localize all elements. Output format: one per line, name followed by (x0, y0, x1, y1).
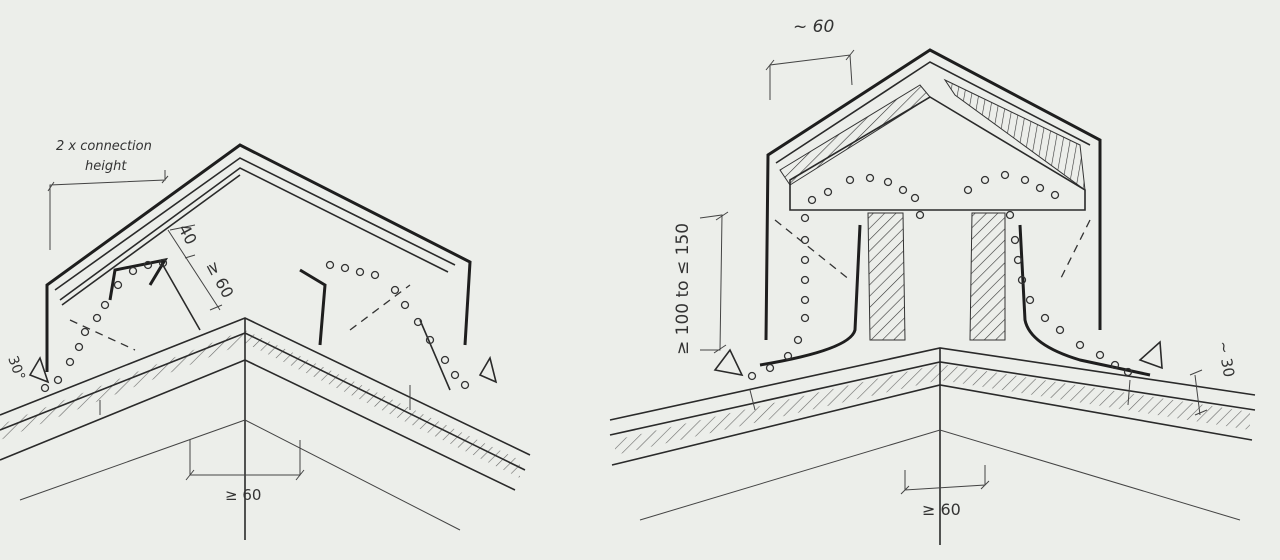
fastener-dot (325, 260, 335, 270)
dim-100-to-150: ≥ 100 to ≤ 150 (673, 223, 693, 355)
fastener-dot (1000, 170, 1010, 180)
fastener-dot (40, 383, 50, 393)
fastener-dot (1020, 175, 1030, 185)
fastener-dot (1040, 313, 1050, 323)
fastener-dot (1110, 360, 1120, 370)
fastener-dot (1025, 295, 1035, 305)
left-ridge-detail: 2 x connection height 40 ≥ 60 30° ≥ 60 (0, 139, 531, 540)
connection-height-label-2: height (85, 159, 127, 174)
fastener-dot (74, 342, 84, 352)
fastener-dot (883, 177, 893, 187)
fastener-dot (800, 235, 810, 245)
fastener-dot (800, 275, 810, 285)
right-ridge-detail: ~ 60 ≥ 100 to ≤ 150 ~ 30 ≥ 60 (609, 17, 1256, 545)
fastener-dot (910, 193, 920, 203)
fastener-dot (460, 380, 470, 390)
fastener-dot (370, 270, 380, 280)
fastener-dot (783, 351, 793, 361)
fastener-dot (1050, 190, 1060, 200)
fastener-dot (440, 355, 450, 365)
dim-approx-60: ~ 60 (793, 17, 834, 37)
right-ridge-cap (759, 48, 1151, 377)
fastener-dot (1055, 325, 1065, 335)
fastener-dot (1005, 210, 1015, 220)
fastener-dot (1010, 235, 1020, 245)
fastener-dot (143, 260, 153, 270)
left-ridge-cap (45, 143, 472, 391)
fastener-dot (980, 175, 990, 185)
connection-height-label: 2 x connection (56, 139, 152, 154)
fastener-dot (158, 258, 168, 268)
dim-ge60-bottom: ≥ 60 (922, 500, 961, 519)
left-roof-structure (0, 317, 531, 540)
dim-ge60-upper: ≥ 60 (202, 258, 237, 301)
fastener-dot (400, 300, 410, 310)
fastener-dot (413, 317, 423, 327)
dim-40: 40 (174, 221, 200, 248)
fastener-dot (915, 210, 925, 220)
fastener-dot (800, 255, 810, 265)
fastener-dot (823, 187, 833, 197)
dim-ge60-lower: ≥ 60 (225, 486, 261, 504)
dim-30-degrees: 30° (4, 354, 28, 383)
dim-approx-30: ~ 30 (1214, 340, 1238, 379)
fastener-dot (800, 295, 810, 305)
fastener-dot (100, 300, 110, 310)
fastener-dot (845, 175, 855, 185)
fastener-dot (355, 267, 365, 277)
fastener-dot (113, 280, 123, 290)
fastener-dot (793, 335, 803, 345)
fastener-dot (765, 363, 775, 373)
fastener-dot (53, 375, 63, 385)
fastener-dot (340, 263, 350, 273)
fastener-dot (128, 266, 138, 276)
fastener-dot (865, 173, 875, 183)
fastener-dot (807, 195, 817, 205)
right-roof-structure (609, 347, 1256, 545)
right-fastener-dots (747, 170, 1133, 381)
fastener-dot (92, 313, 102, 323)
fastener-dot (1035, 183, 1045, 193)
fastener-dot (963, 185, 973, 195)
fastener-dot (800, 313, 810, 323)
fastener-dot (80, 327, 90, 337)
fastener-dot (65, 357, 75, 367)
fastener-dot (1123, 367, 1133, 377)
fastener-dot (800, 213, 810, 223)
fastener-dot (1075, 340, 1085, 350)
fastener-dot (1095, 350, 1105, 360)
fastener-dot (450, 370, 460, 380)
fastener-dot (747, 371, 757, 381)
fastener-dot (1017, 275, 1027, 285)
fastener-dot (1013, 255, 1023, 265)
left-fastener-dots (40, 258, 470, 393)
fastener-dot (898, 185, 908, 195)
fastener-dot (390, 285, 400, 295)
fastener-dot (425, 335, 435, 345)
